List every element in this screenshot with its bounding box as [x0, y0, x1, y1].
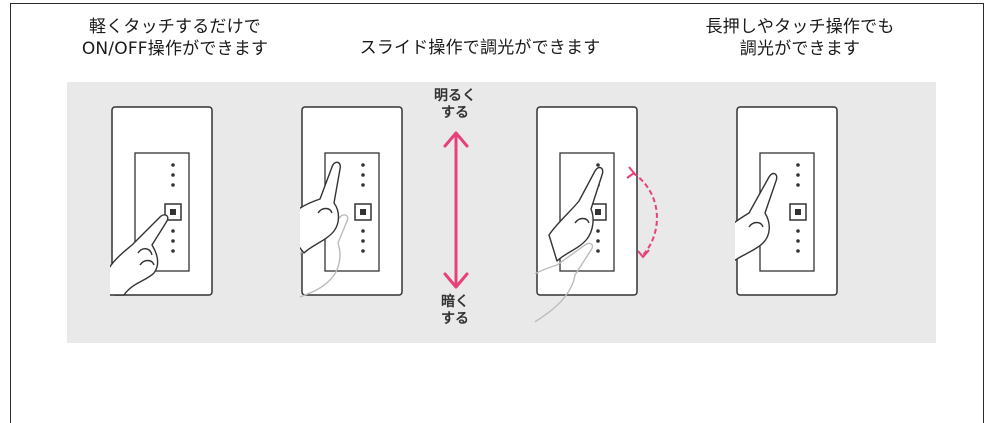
label-brighten-1: 明るく — [434, 88, 476, 104]
hand-ghost-icon — [535, 242, 594, 323]
double-arrow-icon — [443, 131, 469, 289]
label-darken-1: 暗く — [441, 294, 469, 310]
label-darken-2: する — [441, 311, 469, 327]
switch-plate-slide — [300, 106, 403, 298]
figure-frame — [10, 3, 984, 423]
curved-arrow-icon — [632, 172, 658, 256]
label-darken: 暗く する — [428, 294, 482, 328]
hand-icon — [110, 214, 169, 296]
caption-tap-line1: 軽くタッチするだけで — [89, 17, 261, 37]
caption-hold-line1: 長押しやタッチ操作でも — [705, 17, 895, 37]
hand-icon — [735, 172, 778, 261]
caption-hold-line2: 調光ができます — [739, 39, 861, 59]
caption-tap-line2: ON/OFF操作ができます — [81, 39, 269, 59]
hand-icon — [300, 161, 342, 254]
label-brighten: 明るく する — [428, 88, 482, 122]
hand-icon — [548, 166, 604, 262]
caption-slide: スライド操作で調光ができます — [330, 37, 630, 59]
label-brighten-2: する — [441, 105, 469, 121]
switch-plate-hold — [735, 106, 838, 296]
switch-plate-tap — [110, 106, 213, 296]
caption-tap: 軽くタッチするだけで ON/OFF操作ができます — [55, 16, 295, 60]
caption-hold: 長押しやタッチ操作でも 調光ができます — [680, 16, 920, 60]
caption-slide-line1: スライド操作で調光ができます — [359, 38, 601, 58]
switch-plate-rotate — [535, 106, 658, 323]
